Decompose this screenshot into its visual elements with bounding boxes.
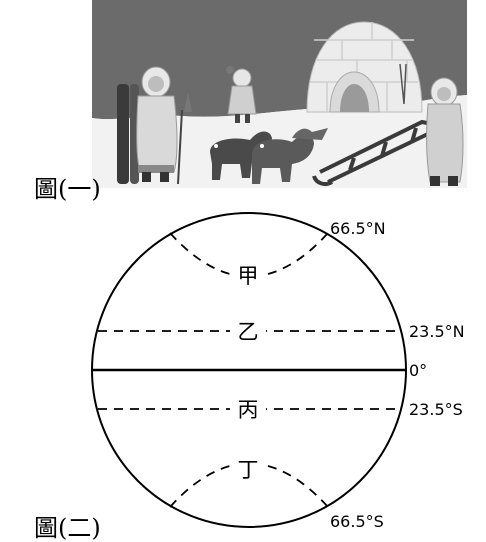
figure-1-label: 圖(一) (34, 175, 101, 203)
sled-dog-icon (210, 128, 328, 184)
zone-label-ding: 丁 (238, 458, 259, 482)
earth-outline (91, 212, 407, 528)
figure-2-label: 圖(二) (34, 514, 101, 542)
eskimo-person-icon (117, 66, 192, 185)
antarctic-circle-line (169, 462, 329, 508)
latitude-label-0: 0° (409, 361, 427, 380)
arctic-scene-illustration (92, 0, 467, 188)
arctic-circle-line (169, 232, 329, 278)
eskimo-person-icon (399, 63, 464, 186)
latitude-label-23-5n: 23.5°N (409, 322, 465, 341)
zone-label-yi: 乙 (238, 320, 259, 344)
latitude-label-66-5s: 66.5°S (330, 512, 384, 531)
latitude-label-66-5n: 66.5°N (330, 219, 386, 238)
zone-label-jia: 甲 (238, 264, 259, 288)
zone-label-bing: 丙 (238, 398, 259, 422)
child-icon (226, 66, 257, 123)
latitude-label-23-5s: 23.5°S (409, 400, 463, 419)
igloo-icon (306, 21, 423, 113)
